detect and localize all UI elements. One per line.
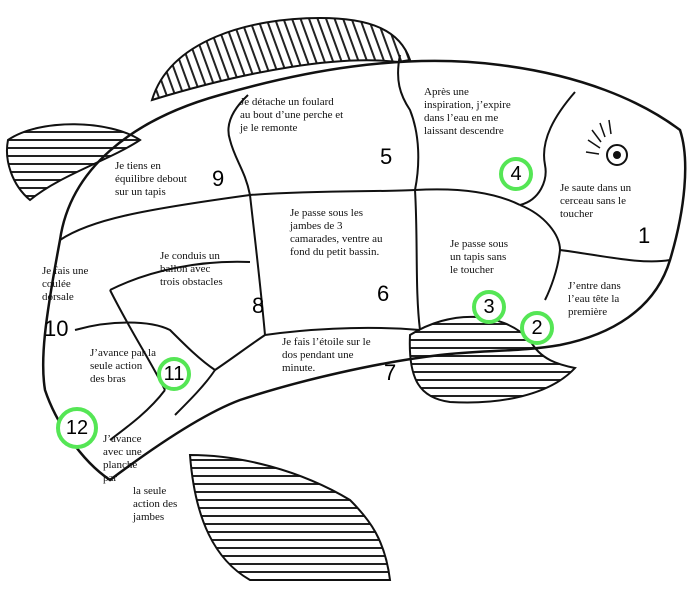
puzzle-lines (59, 54, 671, 441)
piece-2-circle: 2 (520, 311, 554, 345)
piece-6-text: Je passe sous les jambes de 3 camarades,… (290, 207, 383, 258)
fish-eye-icon (585, 119, 628, 166)
fish-body (41, 59, 687, 482)
piece-5-number: 5 (380, 144, 393, 169)
piece-2-text: J’entre dans l’eau tête la première (568, 280, 621, 318)
tail-fin (188, 453, 392, 581)
piece-7-number: 7 (384, 360, 397, 385)
piece-11-text: J’avance par la seule action des bras (90, 347, 156, 385)
piece-6-number: 6 (377, 281, 390, 306)
piece-3-text: Je passe sous un tapis sans le toucher (450, 238, 509, 276)
piece-10-text: Je fais une coulée dorsale (42, 265, 89, 303)
dorsal-fin (150, 16, 412, 102)
piece-3-circle: 3 (472, 290, 506, 324)
piece-4-text: Après une inspiration, j’expire dans l’e… (424, 86, 511, 137)
piece-12-text-extra: la seule action des jambes (133, 485, 178, 523)
piece-8-text: Je conduis un ballon avec trois obstacle… (160, 250, 223, 288)
piece-9-number: 9 (212, 166, 225, 191)
piece-11-circle: 11 (157, 357, 191, 391)
upper-left-fin (6, 123, 142, 202)
piece-9-text: Je tiens en équilibre debout sur un tapi… (115, 160, 187, 198)
piece-7-text: Je fais l’étoile sur le dos pendant une … (282, 336, 371, 374)
piece-1-text: Je saute dans un cerceau sans le toucher (560, 182, 632, 220)
piece-8-number: 8 (252, 293, 265, 318)
piece-12-circle: 12 (56, 407, 98, 449)
piece-10-number: 10 (44, 316, 69, 341)
piece-4-circle: 4 (499, 157, 533, 191)
piece-1-number: 1 (638, 223, 651, 248)
piece-5-text: Je détache un foulard au bout d’une perc… (240, 96, 344, 134)
piece-12-text: J’avance avec une planche par (103, 433, 142, 484)
